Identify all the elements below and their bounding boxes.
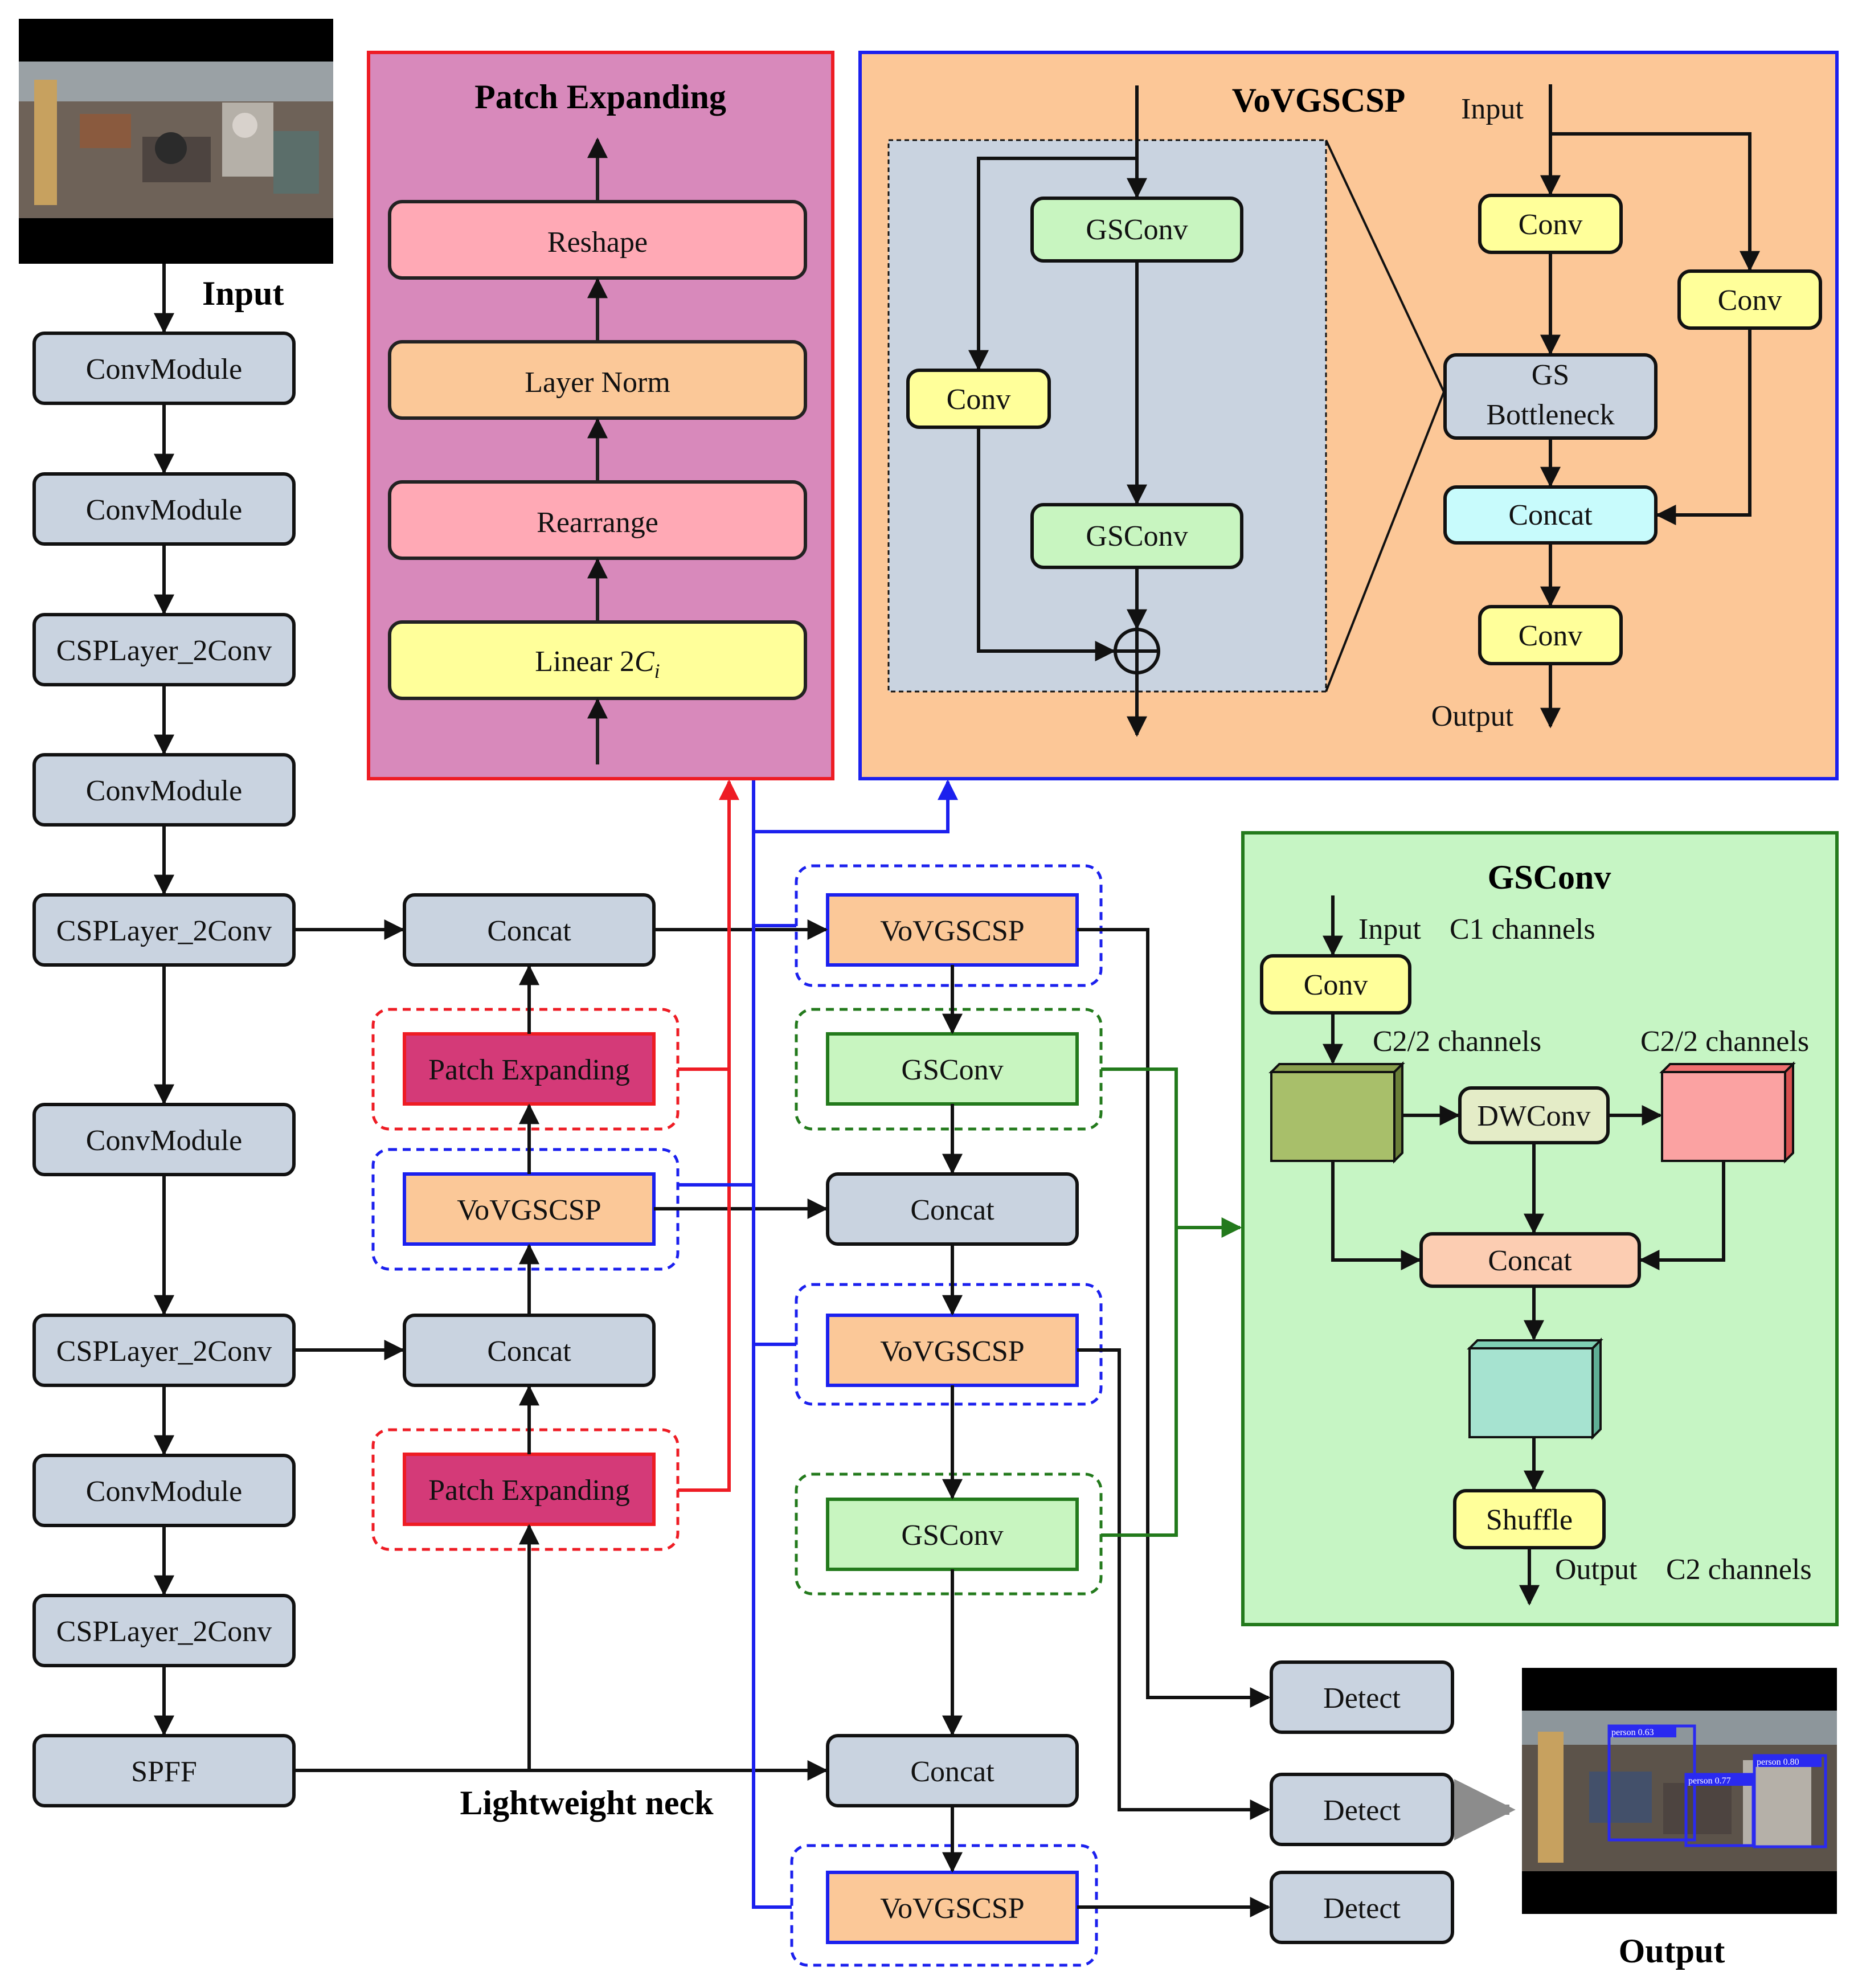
vov-arrows xyxy=(968,84,1760,737)
detect-3-label: Detect xyxy=(1323,1892,1401,1925)
backbone-convmodule-2-label: ConvModule xyxy=(86,494,242,526)
neck-patch-expanding-bottom-label: Patch Expanding xyxy=(428,1474,630,1507)
head-vovgscsp-3-label: VoVGSCSP xyxy=(880,1892,1024,1925)
backbone-convmodule-3-label: ConvModule xyxy=(86,775,242,807)
detection-label-3: person 0.80 xyxy=(1757,1757,1799,1767)
gs-output-label: Output xyxy=(1555,1553,1638,1586)
neck-vovgscsp-frame xyxy=(371,1148,680,1271)
detect-heads: Detect Detect Detect xyxy=(1270,1660,1454,1944)
backbone-convmodule-5-label: ConvModule xyxy=(86,1475,242,1508)
vov-output-label: Output xyxy=(1431,700,1514,733)
pe-linear-prefix: Linear 2 xyxy=(535,645,635,678)
blue-links xyxy=(678,775,958,1909)
head-gsconv-2-label: GSConv xyxy=(901,1519,1003,1552)
neck-vovgscsp-label: VoVGSCSP xyxy=(457,1194,601,1226)
gs-c2-label: C2 channels xyxy=(1666,1553,1812,1586)
head-gsconv-2-frame xyxy=(795,1472,1103,1596)
detect-2-label: Detect xyxy=(1323,1794,1401,1827)
detection-label-1: person 0.63 xyxy=(1611,1728,1654,1737)
backbone-csplayer-1-label: CSPLayer_2Conv xyxy=(56,635,272,667)
gs-c2half-left-label: C2/2 channels xyxy=(1373,1025,1541,1058)
feature-map-left xyxy=(1268,1061,1405,1164)
detect-1 xyxy=(1270,1660,1454,1734)
head-vovgscsp-2 xyxy=(826,1314,1079,1387)
neck-patch-expanding-top-frame xyxy=(371,1008,680,1131)
feature-map-shuffled xyxy=(1467,1337,1603,1440)
feature-map-right xyxy=(1659,1061,1796,1164)
pe-rearrange-label: Rearrange xyxy=(537,506,658,539)
vov-title: VoVGSCSP xyxy=(1232,81,1406,119)
pe-title: Patch Expanding xyxy=(474,78,726,116)
vovgscsp-panel xyxy=(858,51,1839,780)
backbone-convmodule-1-label: ConvModule xyxy=(86,353,242,386)
head-gsconv-1-frame xyxy=(795,1008,1103,1131)
detection-label-2: person 0.77 xyxy=(1688,1776,1731,1786)
detect-1-label: Detect xyxy=(1323,1682,1401,1715)
vov-conv-out-label: Conv xyxy=(1519,620,1583,652)
neck-concat-mid-label: Concat xyxy=(487,1335,571,1368)
neck-patch-expanding-bottom-frame xyxy=(371,1428,680,1551)
vov-gs-bottleneck-label-1: GS xyxy=(1532,359,1569,391)
head-vovgscsp-1-label: VoVGSCSP xyxy=(880,915,1024,947)
patch-expanding-panel xyxy=(367,51,834,780)
backbone-csplayer-2-label: CSPLayer_2Conv xyxy=(56,915,272,947)
neck-arrows xyxy=(294,919,539,1770)
head-concat-2-label: Concat xyxy=(910,1756,995,1788)
gs-arrows xyxy=(1323,895,1725,1606)
vov-gs-bottleneck-label-2: Bottleneck xyxy=(1486,399,1614,431)
neck-concat-top-label: Concat xyxy=(487,915,571,947)
head-vovgscsp-2-label: VoVGSCSP xyxy=(880,1335,1024,1368)
pe-reshape-label: Reshape xyxy=(547,226,648,259)
detect-3 xyxy=(1270,1871,1454,1944)
neck: Concat Patch Expanding VoVGSCSP Concat P… xyxy=(371,893,680,1551)
vov-input-label: Input xyxy=(1461,93,1524,125)
gs-input-label: Input xyxy=(1358,913,1421,946)
output-image xyxy=(1522,1668,1837,1914)
input-image xyxy=(19,19,333,264)
head-vovgscsp-1 xyxy=(826,893,1079,967)
vov-conv-inner-label: Conv xyxy=(947,383,1011,416)
head-gsconv-1-label: GSConv xyxy=(901,1054,1003,1086)
backbone-convmodule-4-label: ConvModule xyxy=(86,1124,242,1157)
vov-gsconv-b-label: GSConv xyxy=(1086,520,1188,553)
vov-gsconv-a-label: GSConv xyxy=(1086,214,1188,246)
gs-dwconv-label: DWConv xyxy=(1477,1100,1590,1132)
head-arrows xyxy=(294,919,1271,1917)
head: VoVGSCSP GSConv Concat VoVGSCSP GSConv C… xyxy=(790,864,1103,1967)
vov-conv-top-label: Conv xyxy=(1519,208,1583,241)
red-links xyxy=(678,779,739,1492)
neck-patch-expanding-top-label: Patch Expanding xyxy=(428,1054,630,1086)
detect-2 xyxy=(1270,1773,1454,1846)
backbone-csplayer-4-label: CSPLayer_2Conv xyxy=(56,1615,272,1648)
backbone-spff-label: SPFF xyxy=(131,1756,197,1788)
gs-shuffle-label: Shuffle xyxy=(1486,1504,1573,1536)
green-links xyxy=(1101,1067,1242,1537)
head-concat-1-label: Concat xyxy=(910,1194,995,1226)
lightweight-neck-label: Lightweight neck xyxy=(460,1784,714,1822)
gs-c2half-right-label: C2/2 channels xyxy=(1640,1025,1809,1058)
gs-title: GSConv xyxy=(1488,858,1611,896)
input-label: Input xyxy=(202,275,284,312)
output-label: Output xyxy=(1619,1932,1725,1970)
pe-linear-symbol: C xyxy=(635,645,655,678)
gs-concat-label: Concat xyxy=(1488,1245,1572,1277)
pe-linear-sub: i xyxy=(654,660,660,682)
pe-layer-norm-label: Layer Norm xyxy=(525,366,670,399)
backbone-csplayer-3-label: CSPLayer_2Conv xyxy=(56,1335,272,1368)
gs-c1-label: C1 channels xyxy=(1450,913,1595,946)
pe-linear-label: Linear 2Ci xyxy=(535,645,660,682)
vov-concat-label: Concat xyxy=(1508,499,1593,531)
gs-conv-label: Conv xyxy=(1304,969,1368,1001)
vov-conv-side-label: Conv xyxy=(1718,284,1782,317)
